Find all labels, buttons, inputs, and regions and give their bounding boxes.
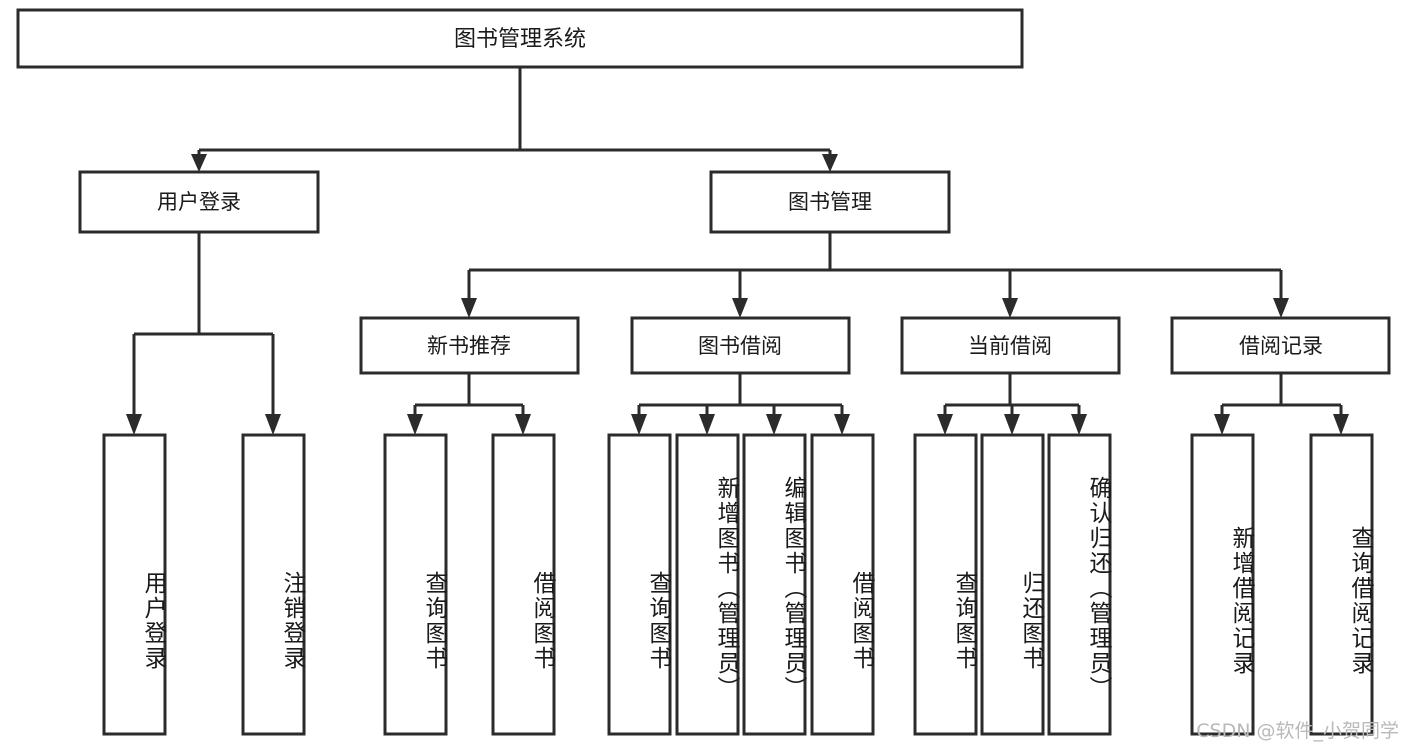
leaf-box-book-borrow-1[interactable] — [607, 433, 672, 736]
node-root-box[interactable] — [16, 8, 1024, 69]
arrowhead-record-leaf-2 — [1333, 414, 1349, 435]
node-new-book-recommend-label: 新书推荐 — [427, 334, 511, 358]
leaf-box-user-login-2[interactable] — [241, 433, 306, 736]
leaf-box-current-borrow-3[interactable] — [1047, 433, 1112, 736]
csdn-watermark: CSDN @软件_小贺同学 — [1196, 720, 1399, 742]
arrowhead-record-leaf-1 — [1214, 414, 1230, 435]
node-root-label: 图书管理系统 — [454, 27, 586, 52]
arrowhead-bookmgmt — [822, 154, 838, 172]
arrowhead-borrow-leaf-1 — [631, 414, 647, 435]
arrowhead-level3-1 — [461, 298, 477, 318]
arrowhead-borrow-leaf-2 — [699, 414, 715, 435]
node-book-management-label: 图书管理 — [788, 190, 872, 214]
node-current-borrow-box[interactable] — [900, 316, 1121, 375]
node-book-borrow-label: 图书借阅 — [698, 334, 782, 358]
node-layer: 图书管理系统 用户登录 图书管理 新书推荐 图书借阅 当前借阅 借阅记录 — [16, 8, 1391, 736]
arrowhead-userlogin-leaf-2 — [265, 414, 281, 435]
arrowhead-current-leaf-2 — [1004, 414, 1020, 435]
leaf-box-book-borrow-2[interactable] — [675, 433, 740, 736]
arrowhead-newbook-leaf-1 — [407, 414, 423, 435]
leaf-box-new-book-2[interactable] — [491, 433, 556, 736]
leaf-box-borrow-record-2[interactable] — [1309, 433, 1374, 736]
arrowhead-level3-2 — [732, 298, 748, 318]
arrowhead-borrow-leaf-3 — [766, 414, 782, 435]
node-borrow-record-label: 借阅记录 — [1239, 334, 1323, 358]
node-book-management-box[interactable] — [709, 170, 951, 234]
leaf-box-current-borrow-2[interactable] — [980, 433, 1045, 736]
connector-layer — [126, 67, 1349, 435]
leaf-box-book-borrow-4[interactable] — [810, 433, 875, 736]
leaf-box-new-book-1[interactable] — [383, 433, 448, 736]
node-user-login-box[interactable] — [78, 170, 320, 234]
arrowhead-current-leaf-3 — [1071, 414, 1087, 435]
arrowhead-userlogin-leaf-1 — [126, 414, 142, 435]
leaf-box-user-login-1[interactable] — [102, 433, 167, 736]
node-borrow-record-box[interactable] — [1170, 316, 1391, 375]
leaf-box-borrow-record-1[interactable] — [1190, 433, 1255, 736]
node-current-borrow-label: 当前借阅 — [968, 334, 1052, 358]
arrowhead-userlogin — [191, 154, 207, 172]
node-book-borrow-box[interactable] — [630, 316, 851, 375]
arrowhead-newbook-leaf-2 — [515, 414, 531, 435]
arrowhead-level3-3 — [1002, 298, 1018, 318]
arrowhead-borrow-leaf-4 — [834, 414, 850, 435]
arrowhead-current-leaf-1 — [937, 414, 953, 435]
leaf-box-current-borrow-1[interactable] — [913, 433, 978, 736]
leaf-box-book-borrow-3[interactable] — [742, 433, 807, 736]
arrowhead-level3-4 — [1273, 298, 1289, 318]
node-new-book-recommend-box[interactable] — [359, 316, 580, 375]
node-user-login-label: 用户登录 — [157, 190, 241, 214]
